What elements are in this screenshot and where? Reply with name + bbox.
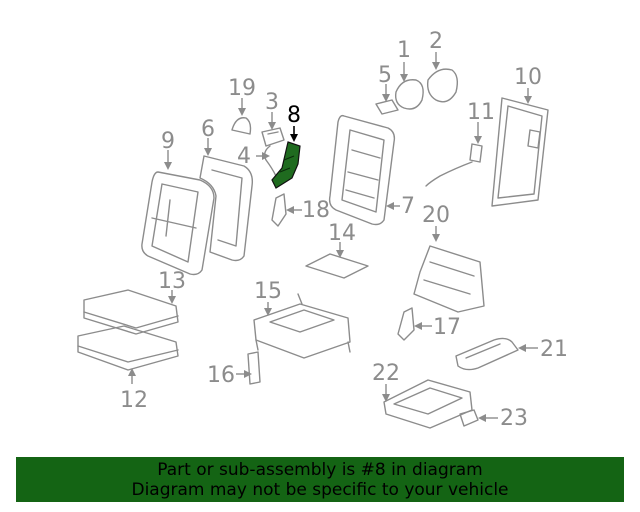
callout-labels: 1 2 5 10 11 19 3 8 4 6 9 7 18 14 20 13 1… — [120, 29, 568, 431]
part-1-headrest[interactable] — [394, 79, 424, 110]
banner-line-2: Diagram may not be specific to your vehi… — [131, 480, 509, 500]
leader-lines — [128, 52, 538, 422]
callout-21: 21 — [540, 337, 568, 362]
callout-9: 9 — [161, 129, 175, 154]
part-9-seatback[interactable] — [141, 171, 215, 276]
callout-2: 2 — [429, 29, 443, 54]
part-14-carpet[interactable] — [305, 253, 369, 279]
callout-14: 14 — [328, 221, 356, 246]
part-4-cable[interactable] — [263, 145, 277, 177]
part-8-hinge[interactable] — [271, 141, 301, 189]
part-20-trim[interactable] — [413, 245, 485, 313]
part-5-insert[interactable] — [375, 99, 399, 115]
callout-15: 15 — [254, 279, 282, 304]
part-13-cushion[interactable] — [83, 289, 179, 335]
callout-5: 5 — [378, 63, 392, 88]
part-19-guide[interactable] — [231, 117, 252, 135]
part-3-knob[interactable] — [261, 127, 285, 147]
part-12-cushion-base[interactable] — [77, 325, 179, 371]
part-17-bracket[interactable] — [397, 307, 415, 341]
info-banner: Part or sub-assembly is #8 in diagram Di… — [16, 457, 624, 502]
part-23-clip[interactable] — [459, 409, 479, 427]
callout-20: 20 — [422, 203, 450, 228]
callout-11: 11 — [467, 100, 495, 125]
callout-3: 3 — [265, 90, 279, 115]
callout-17: 17 — [433, 315, 461, 340]
part-10-panel[interactable] — [491, 97, 549, 207]
part-21-handle[interactable] — [455, 337, 519, 371]
callout-23: 23 — [500, 406, 528, 431]
banner-line-1: Part or sub-assembly is #8 in diagram — [157, 460, 483, 480]
callout-1: 1 — [397, 38, 411, 63]
callout-8-highlighted: 8 — [287, 103, 301, 128]
part-15-frame[interactable] — [253, 293, 351, 359]
callout-19: 19 — [228, 76, 256, 101]
part-7-frame[interactable] — [328, 114, 396, 226]
callout-18: 18 — [302, 198, 330, 223]
part-16-bracket[interactable] — [247, 351, 261, 385]
part-22-track[interactable] — [383, 379, 473, 429]
callout-13: 13 — [158, 269, 186, 294]
part-18-bracket[interactable] — [271, 193, 287, 227]
part-6-seatback-cover[interactable] — [199, 155, 254, 262]
callout-12: 12 — [120, 388, 148, 413]
callout-22: 22 — [372, 361, 400, 386]
callout-6: 6 — [201, 117, 215, 142]
parts-diagram: 1 2 5 10 11 19 3 8 4 6 9 7 18 14 20 13 1… — [77, 29, 568, 431]
callout-4: 4 — [237, 144, 251, 169]
part-2-headrest[interactable] — [426, 68, 459, 103]
callout-16: 16 — [207, 363, 235, 388]
part-11-strap[interactable] — [425, 143, 483, 187]
callout-10: 10 — [514, 65, 542, 90]
callout-7: 7 — [401, 194, 415, 219]
